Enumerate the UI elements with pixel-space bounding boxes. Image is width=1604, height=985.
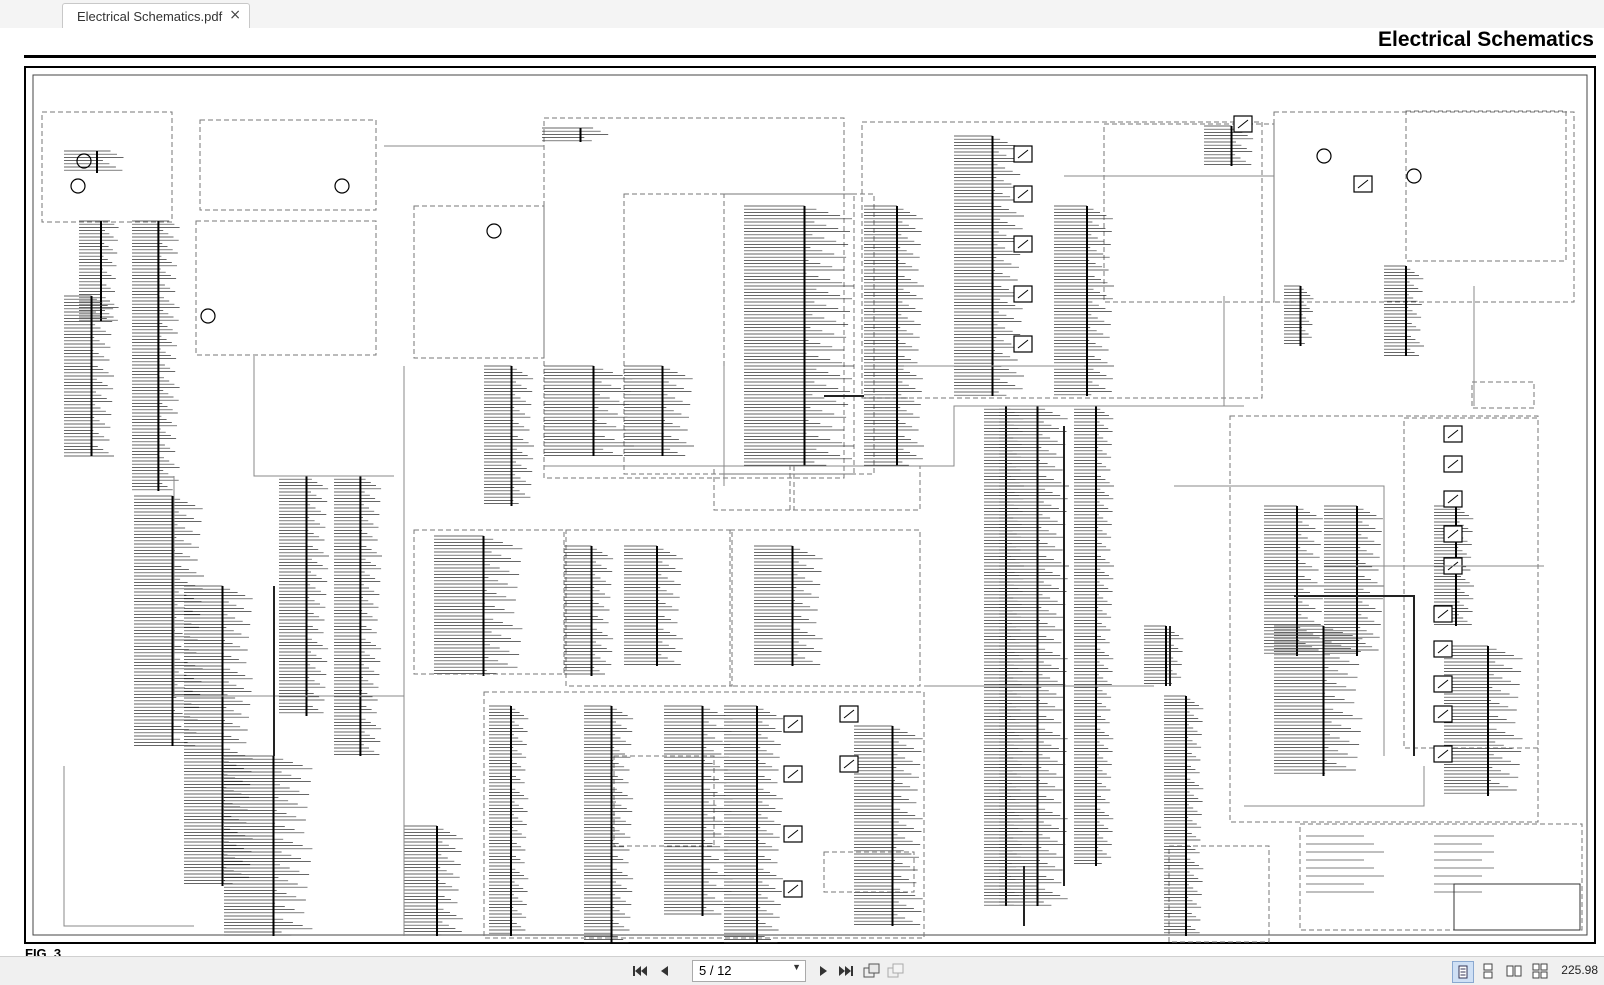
document-tab[interactable]: Electrical Schematics.pdf × — [62, 3, 250, 29]
page-number-field[interactable]: 5 / 12 ▼ — [692, 960, 806, 982]
continuous-view-icon[interactable] — [1478, 961, 1498, 981]
chevron-down-icon[interactable]: ▼ — [792, 962, 801, 972]
single-page-view-icon[interactable] — [1452, 961, 1474, 983]
facing-continuous-view-icon[interactable] — [1530, 961, 1550, 981]
schematic-drawing — [24, 66, 1596, 944]
prev-page-icon[interactable] — [656, 961, 672, 981]
figure-label: FIG. 3 — [25, 946, 62, 956]
first-page-icon[interactable] — [630, 961, 650, 981]
zoom-level[interactable]: 225.98 — [1561, 963, 1598, 977]
bottom-toolbar: 5 / 12 ▼ 225.98 — [0, 956, 1604, 985]
last-page-icon[interactable] — [836, 961, 856, 981]
next-page-icon[interactable] — [816, 961, 832, 981]
title-rule — [24, 55, 1596, 58]
close-icon[interactable]: × — [229, 7, 241, 23]
tab-title: Electrical Schematics.pdf — [77, 9, 223, 24]
document-page: Electrical Schematics FIG. 3 — [0, 28, 1604, 956]
rotate-view-icon[interactable] — [862, 961, 882, 981]
page-number-value: 5 / 12 — [699, 963, 732, 978]
facing-view-icon[interactable] — [1504, 961, 1524, 981]
document-title: Electrical Schematics — [1378, 28, 1594, 51]
disabled-view-icon — [886, 961, 906, 981]
tab-bar: Electrical Schematics.pdf × — [0, 0, 1604, 29]
